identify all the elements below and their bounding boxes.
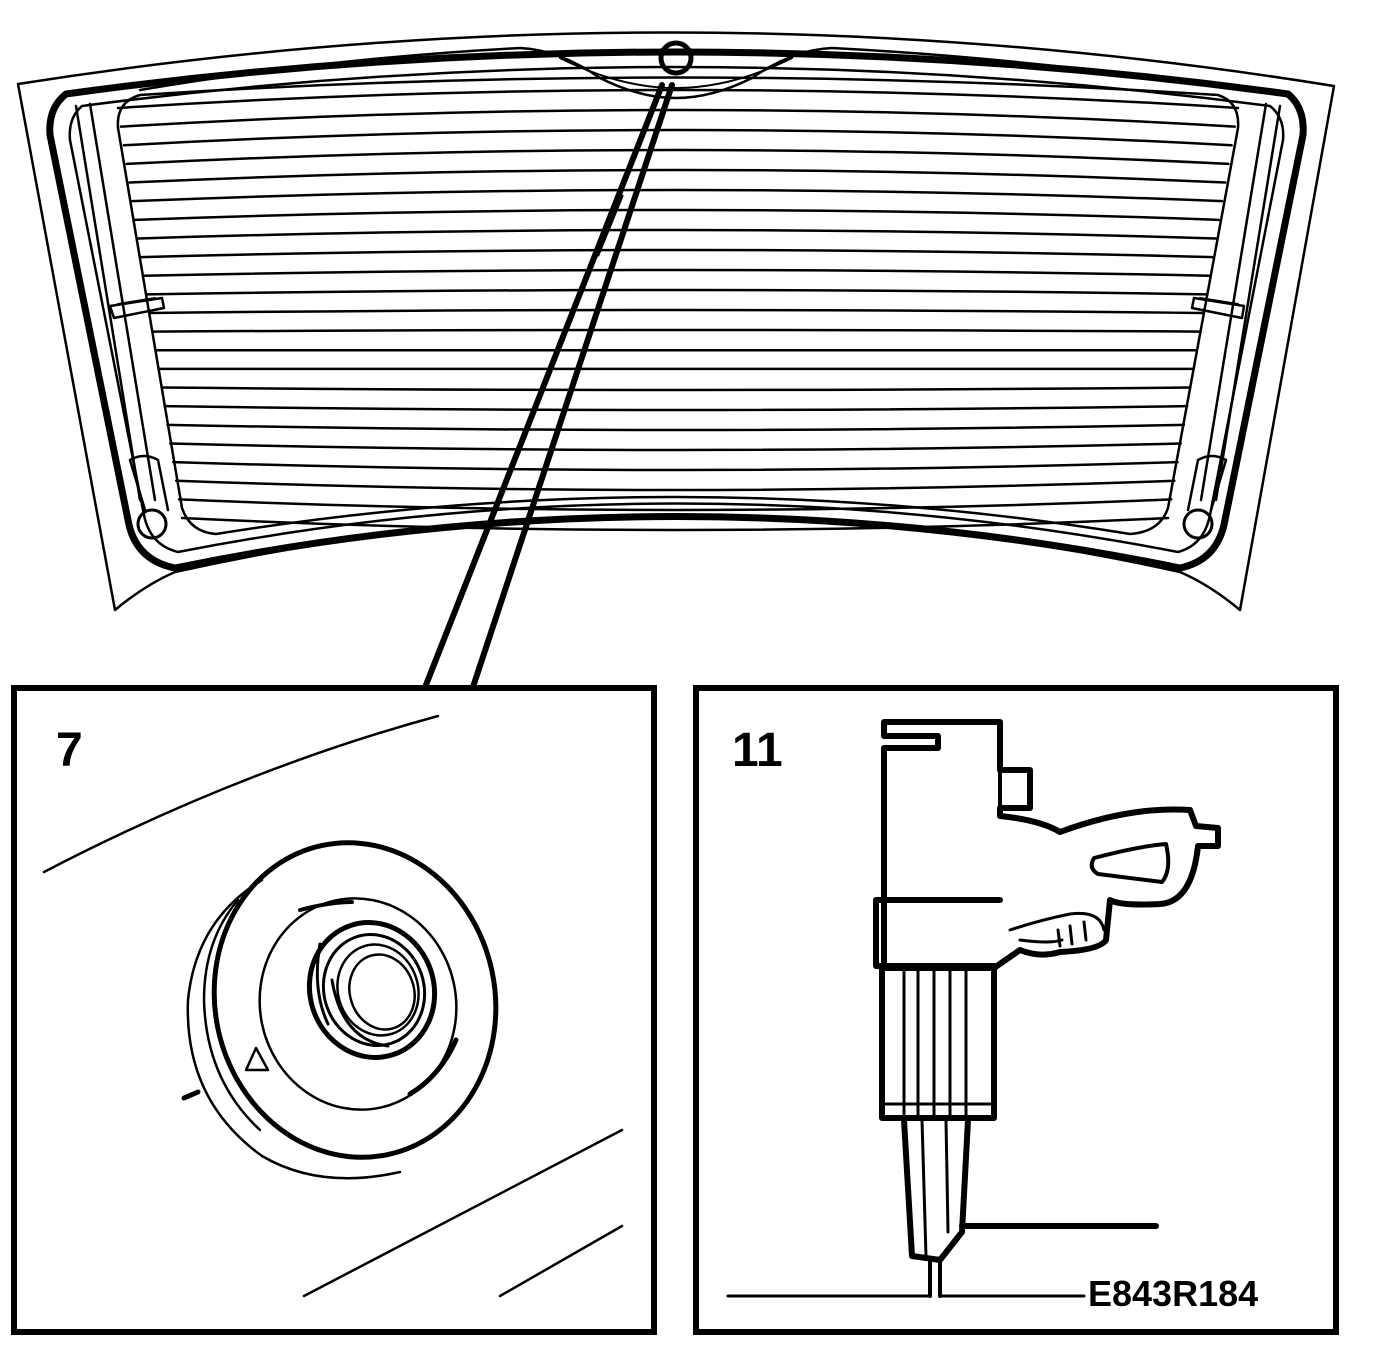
detail-panel-7: 7 bbox=[11, 685, 657, 1335]
washer-nozzle-icon bbox=[658, 40, 694, 76]
heating-element-line bbox=[166, 423, 1186, 432]
heating-element-line bbox=[119, 108, 1237, 128]
nozzle-body bbox=[186, 840, 499, 1180]
heating-element-line bbox=[180, 516, 1170, 532]
heating-element-line bbox=[137, 228, 1217, 240]
heating-element-line bbox=[116, 88, 1240, 110]
heating-element-line bbox=[160, 386, 1192, 392]
alignment-triangle-icon bbox=[244, 1046, 270, 1072]
heating-element-line bbox=[151, 328, 1202, 333]
terminal-left-icon bbox=[136, 508, 168, 540]
heating-element-line bbox=[169, 442, 1182, 452]
heating-element-line bbox=[174, 479, 1176, 492]
heating-elements bbox=[116, 88, 1240, 532]
heating-element-line bbox=[148, 308, 1205, 315]
heating-element-line bbox=[131, 188, 1224, 203]
reference-code: E843R184 bbox=[1088, 1273, 1258, 1314]
heating-element-line bbox=[140, 248, 1214, 259]
rear-window bbox=[16, 31, 1336, 612]
heating-element-line bbox=[177, 498, 1173, 512]
detail-label-11: 11 bbox=[732, 724, 783, 777]
heating-element-line bbox=[163, 404, 1189, 412]
heating-element-line bbox=[157, 367, 1195, 372]
detail-panel-11: 11 bbox=[693, 685, 1339, 1335]
terminal-right-icon bbox=[1182, 508, 1214, 540]
adhesive-gun-icon bbox=[873, 719, 1221, 1298]
detail-label-7: 7 bbox=[56, 724, 83, 777]
heating-element-line bbox=[145, 288, 1208, 296]
heating-element-line bbox=[128, 168, 1227, 184]
heating-element-line bbox=[125, 148, 1230, 166]
heating-element-line bbox=[134, 208, 1221, 222]
connector-tab-right bbox=[1190, 296, 1246, 320]
heating-element-line bbox=[172, 460, 1179, 472]
connector-tab-left bbox=[108, 296, 166, 320]
heating-element-line bbox=[122, 128, 1233, 147]
heating-element-line bbox=[142, 268, 1211, 277]
